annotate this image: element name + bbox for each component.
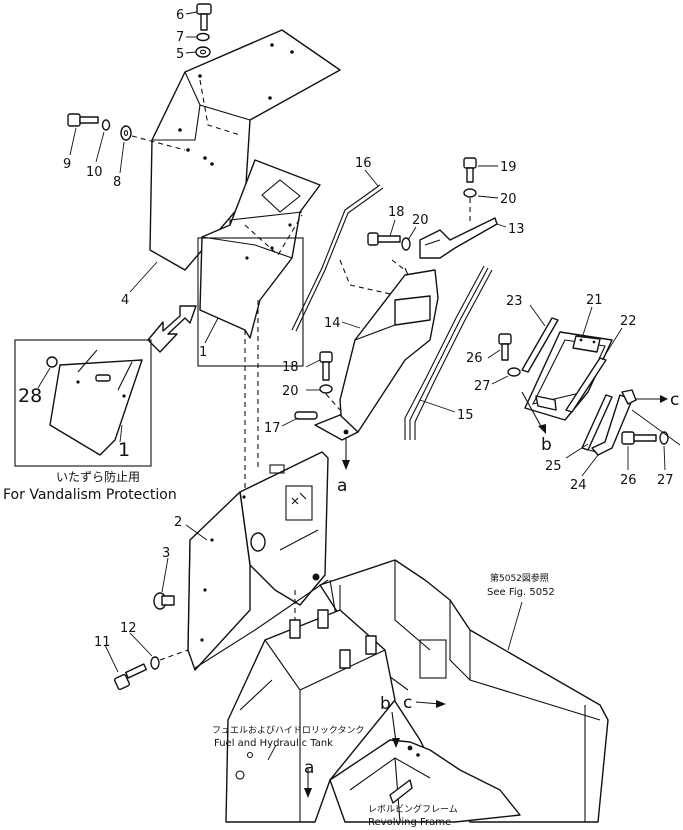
bolt-18-lower-stack xyxy=(305,351,341,411)
part-number-8: 8 xyxy=(113,175,121,190)
part-number-20-upper: 20 xyxy=(412,213,429,228)
tank-leader xyxy=(267,744,277,761)
strip-22 xyxy=(565,327,623,413)
ref-b-bottom: b xyxy=(380,694,391,714)
part-number-21: 21 xyxy=(586,293,603,308)
strip-15 xyxy=(404,265,493,440)
part-number-18-upper: 18 xyxy=(388,205,405,220)
bolt-18-upper-stack xyxy=(367,219,417,251)
part-number-6: 6 xyxy=(176,8,184,23)
bolt-11-stack xyxy=(104,632,189,691)
fuel-tank-note-jp: フュエルおよびハイドロリックタンク xyxy=(212,725,364,736)
ref-a-bottom: a xyxy=(304,758,314,778)
arrow-b-bottom xyxy=(391,711,400,748)
part-number-20-right: 20 xyxy=(500,192,517,207)
arrow-c-top xyxy=(636,395,668,403)
ref-a-top: a xyxy=(337,476,347,496)
strip-23 xyxy=(521,304,559,373)
cover-1 xyxy=(197,159,321,367)
revolving-frame xyxy=(329,739,521,823)
see-fig-note-en: See Fig. 5052 xyxy=(487,587,555,598)
part-number-25: 25 xyxy=(545,459,562,474)
see-fig-note-jp: 第5052図参照 xyxy=(490,572,549,584)
bolt-3 xyxy=(153,557,175,610)
part-number-2: 2 xyxy=(174,515,182,530)
bracket-24 xyxy=(581,389,637,477)
ref-c-top: c xyxy=(670,390,679,410)
handle-25 xyxy=(565,394,613,459)
part-number-16: 16 xyxy=(355,156,372,171)
part-number-15: 15 xyxy=(457,408,474,423)
part-number-23: 23 xyxy=(506,294,523,309)
part-number-3: 3 xyxy=(162,546,170,561)
bracket-14 xyxy=(314,259,439,441)
bolt-9-stack xyxy=(67,113,186,174)
door-21 xyxy=(524,306,613,421)
part-number-labels: 6 7 5 9 10 8 4 1 28 1 2 3 11 12 16 18 20… xyxy=(18,8,674,650)
arrow-b-top xyxy=(521,391,546,434)
part-number-22: 22 xyxy=(620,314,637,329)
ref-b-top: b xyxy=(541,435,552,455)
fuel-tank-note-en: Fuel and Hydraulic Tank xyxy=(214,738,333,749)
part-number-5: 5 xyxy=(176,47,184,62)
part-number-26-lower: 26 xyxy=(620,473,637,488)
part-number-24: 24 xyxy=(570,478,587,493)
part-number-13: 13 xyxy=(508,222,525,237)
part-number-19: 19 xyxy=(500,160,517,175)
part-number-26-upper: 26 xyxy=(466,351,483,366)
part-number-20-lower: 20 xyxy=(282,384,299,399)
bolt-19-stack xyxy=(463,157,499,222)
part-number-7: 7 xyxy=(176,30,184,45)
arrow-a-bottom xyxy=(304,768,312,798)
reference-letters: a b c a b c xyxy=(304,390,679,778)
part-number-1: 1 xyxy=(199,345,207,360)
ref-c-bottom: c xyxy=(403,693,412,713)
part-number-17: 17 xyxy=(264,421,281,436)
bolt-26-upper-stack xyxy=(487,333,521,385)
see-fig-leader xyxy=(507,601,523,651)
part-number-18-lower: 18 xyxy=(282,360,299,375)
part-number-27-upper: 27 xyxy=(474,379,491,394)
part-number-10: 10 xyxy=(86,165,103,180)
notes: いたずら防止用 For Vandalism Protection 第5052図参… xyxy=(3,469,555,828)
arrow-a-top xyxy=(342,438,350,470)
part-number-12: 12 xyxy=(120,621,137,636)
part-number-1-inset: 1 xyxy=(118,439,130,461)
part-number-9: 9 xyxy=(63,157,71,172)
frame-note-en: Revolving Frame xyxy=(368,817,451,828)
part-number-4: 4 xyxy=(121,293,129,308)
arrow-c-bottom xyxy=(415,700,446,708)
vandalism-note-en: For Vandalism Protection xyxy=(3,487,177,503)
vandalism-note-jp: いたずら防止用 xyxy=(56,469,140,484)
double-arrow xyxy=(147,305,197,353)
frame-note-jp: レボルビングフレーム xyxy=(368,803,458,815)
rod-16 xyxy=(291,169,396,332)
part-number-11: 11 xyxy=(94,635,111,650)
part-number-14: 14 xyxy=(324,316,341,331)
bolt-26-lower-stack xyxy=(621,409,681,471)
vandalism-inset xyxy=(14,339,152,467)
part-number-28: 28 xyxy=(18,385,42,407)
part-number-27-lower: 27 xyxy=(657,473,674,488)
bracket-13 xyxy=(419,217,507,259)
bolt-6-stack xyxy=(185,3,212,58)
clip-17 xyxy=(281,411,318,427)
